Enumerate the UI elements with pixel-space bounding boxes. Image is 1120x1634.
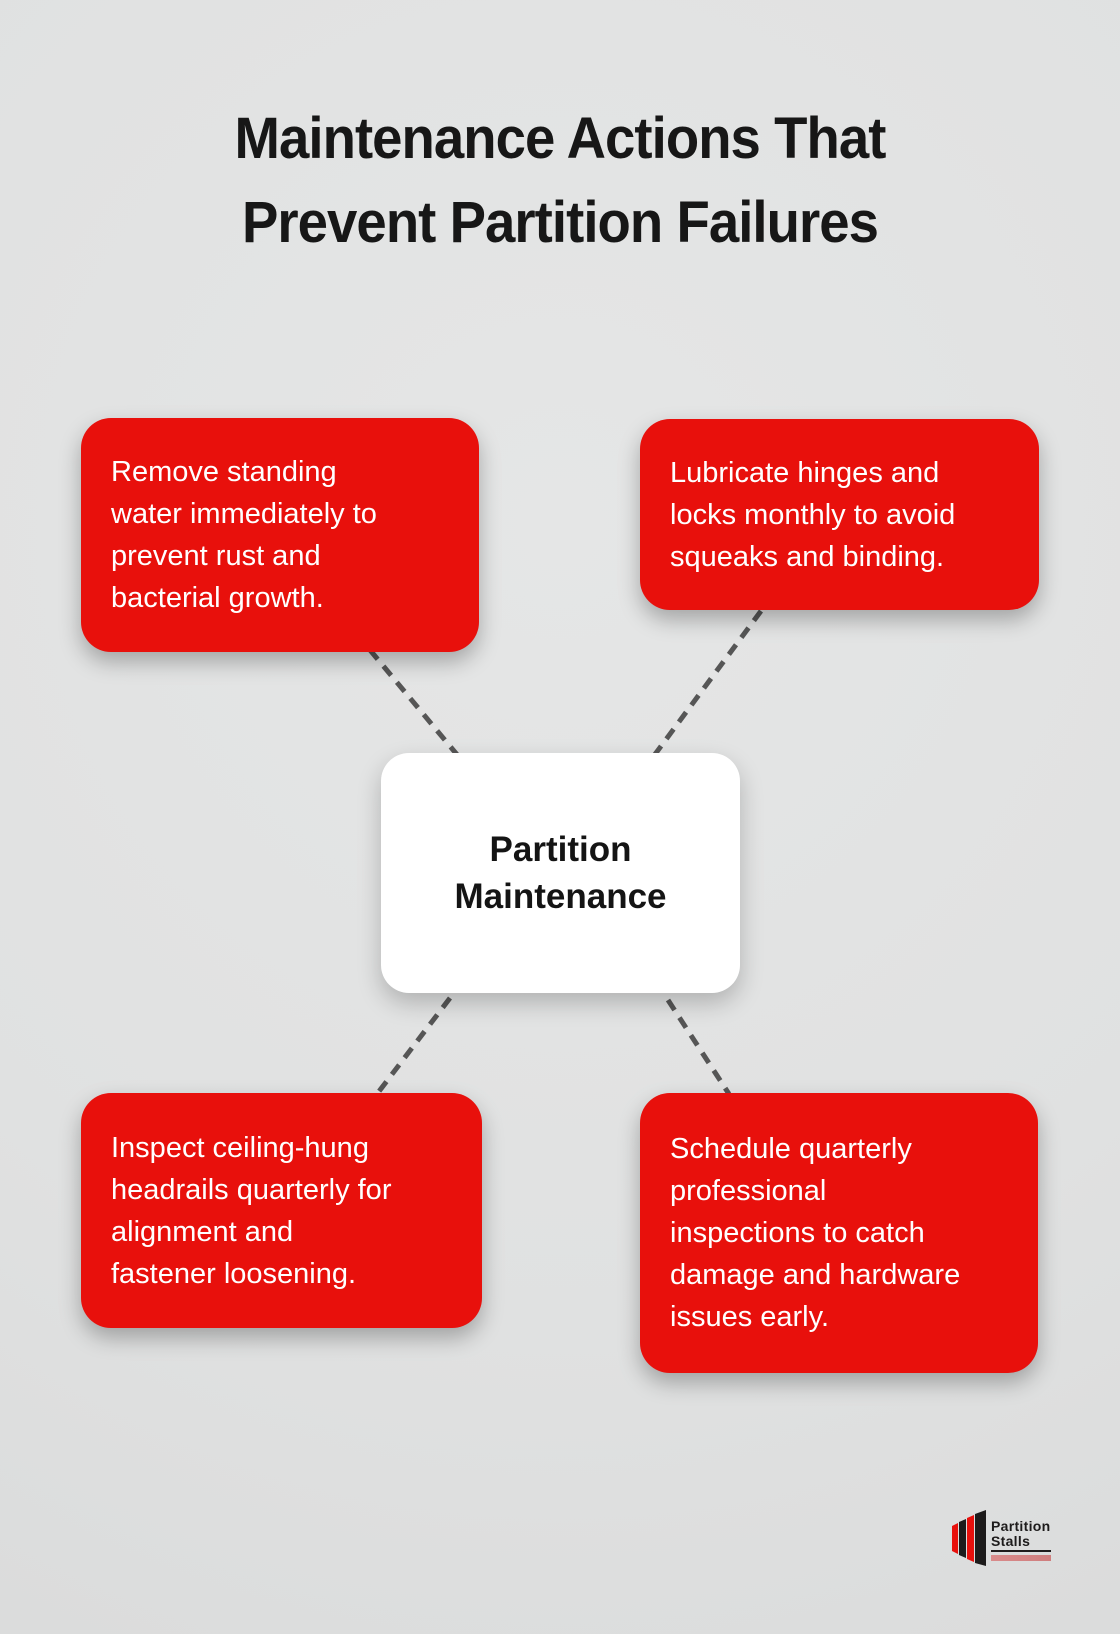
center-node-label: Partition Maintenance bbox=[454, 830, 667, 916]
node-bottom-left: Inspect ceiling-hung headrails quarterly… bbox=[81, 1093, 482, 1328]
center-node: Partition Maintenance bbox=[381, 753, 740, 993]
connector-top-left bbox=[368, 648, 461, 759]
node-bottom-left-text: Inspect ceiling-hung headrails quarterly… bbox=[111, 1131, 392, 1290]
node-top-left: Remove standing water immediately to pre… bbox=[81, 418, 479, 652]
connector-top-right bbox=[650, 609, 764, 759]
node-top-right: Lubricate hinges and locks monthly to av… bbox=[640, 419, 1039, 610]
connector-bottom-right bbox=[665, 998, 732, 1096]
node-bottom-right: Schedule quarterly professional inspecti… bbox=[640, 1093, 1038, 1373]
logo-tagline-bar bbox=[991, 1555, 1051, 1561]
logo-wordmark: Partition Stalls bbox=[991, 1519, 1051, 1561]
node-bottom-right-text: Schedule quarterly professional inspecti… bbox=[670, 1133, 961, 1333]
node-top-right-text: Lubricate hinges and locks monthly to av… bbox=[670, 456, 956, 573]
logo-name-line1: Partition bbox=[991, 1518, 1051, 1534]
node-top-left-text: Remove standing water immediately to pre… bbox=[111, 456, 377, 614]
partition-panels-icon bbox=[952, 1510, 986, 1566]
logo-name-line2: Stalls bbox=[991, 1534, 1051, 1552]
logo: Partition Stalls bbox=[952, 1510, 1051, 1566]
connector-bottom-left bbox=[375, 996, 452, 1096]
page-title: Maintenance Actions That Prevent Partiti… bbox=[234, 106, 887, 255]
